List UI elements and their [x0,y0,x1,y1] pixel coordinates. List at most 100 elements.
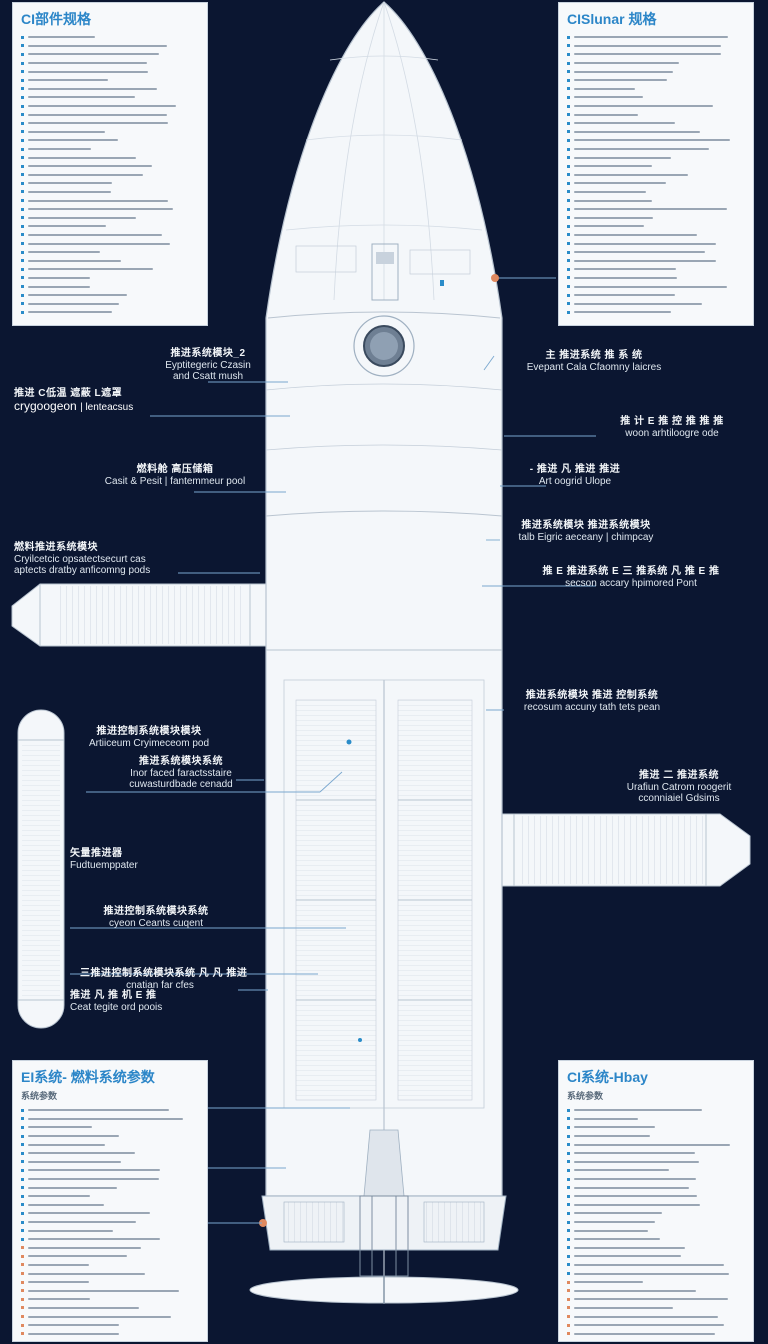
panel-text-line [567,1192,745,1201]
panel-text-line [21,1132,199,1141]
spec-panel-top-left: CI部件规格 [12,2,208,326]
panel-text-line [21,1286,199,1295]
panel-text-line [21,308,199,317]
panel-text-line [567,128,745,137]
panel-text-line [21,1149,199,1158]
rocket-main-body [249,1,519,1304]
panel-text-line [567,1140,745,1149]
panel-text-line [21,205,199,214]
panel-text-line [21,1261,199,1270]
panel-text-line [567,1115,745,1124]
panel-text-line [567,1166,745,1175]
panel-text-line [21,42,199,51]
panel-text-line [21,128,199,137]
panel-text-line [21,1201,199,1210]
panel-text-line [567,110,745,119]
panel-text-line [21,179,199,188]
panel-text-line [567,145,745,154]
panel-text-line [21,1106,199,1115]
panel-text-line [567,196,745,205]
panel-text-line [21,67,199,76]
panel-title: CI系统-Hbay [567,1069,648,1085]
panel-text-line [567,1201,745,1210]
panel-text-line [21,110,199,119]
panel-text-line [21,213,199,222]
panel-text-line [21,188,199,197]
panel-text-line [21,1295,199,1304]
panel-text-line [567,222,745,231]
panel-text-line [567,308,745,317]
panel-text-line [21,299,199,308]
panel-text-line [567,42,745,51]
panel-text-line [567,119,745,128]
panel-text-line [21,85,199,94]
panel-title: CISlunar 规格 [567,11,657,27]
panel-text-line [21,171,199,180]
panel-text-line [567,291,745,300]
panel-title: CI部件规格 [21,11,91,27]
callout-control-system-2: 推进控制系统模块系统 cyeon Ceants cuqent [103,906,209,929]
panel-text-line [21,145,199,154]
leader-lines [70,277,596,1224]
panel-text-line [567,136,745,145]
panel-text-line [567,248,745,257]
panel-text-line [21,1244,199,1253]
panel-text-lines [567,1106,745,1338]
panel-text-line [567,171,745,180]
panel-text-line [21,1278,199,1287]
panel-text-line [567,256,745,265]
callout-engine-pods: 推进 凡 推 机 E 推 Ceat tegite ord poois [70,990,163,1013]
panel-text-line [21,1226,199,1235]
panel-text-line [21,248,199,257]
panel-text-line [567,231,745,240]
panel-text-line [567,1226,745,1235]
panel-text-line [567,1183,745,1192]
panel-text-line [21,1166,199,1175]
panel-text-line [567,1123,745,1132]
panel-text-line [567,265,745,274]
callout-cryogenic-shield: 推进 C低温 遮蔽 L遮罩 crygoogeon | lenteacsus [14,388,134,413]
panel-text-line [567,1149,745,1158]
panel-text-line [567,1278,745,1287]
panel-text-line [21,1209,199,1218]
panel-text-line [567,1132,745,1141]
callout-vector-thruster: 矢量推进器 Fudtuemppater [70,848,138,871]
panel-text-line [21,93,199,102]
panel-text-line [21,76,199,85]
panel-text-line [21,50,199,59]
panel-text-line [21,222,199,231]
panel-text-line [567,59,745,68]
panel-text-line [567,102,745,111]
panel-text-lines [21,33,199,317]
callout-booster-systems: 推进 二 推进系统 Urafiun Catrom roogerit cconni… [626,770,732,804]
panel-text-line [567,1175,745,1184]
panel-text-line [567,153,745,162]
panel-text-line [567,1252,745,1261]
panel-text-line [567,1312,745,1321]
panel-text-line [567,162,745,171]
panel-title: EI系统- 燃料系统参数 [21,1069,155,1085]
panel-text-line [21,59,199,68]
panel-text-line [21,282,199,291]
callout-main-propulsion: 主 推进系统 推 系 统 Evepant Cala Cfaomny laicre… [526,350,662,373]
panel-text-line [567,205,745,214]
callout-fuel-tank: 燃料舱 高压储箱 Casit & Pesit | fantemmeur pool [104,464,246,487]
panel-text-line [21,291,199,300]
callout-system-module: 推进系统模块系统 Inor faced faractsstaire cuwast… [129,756,233,790]
panel-text-line [21,1235,199,1244]
panel-text-line [21,119,199,128]
panel-text-line [21,1252,199,1261]
callout-accuracy-tests: 推进系统模块 推进 控制系统 recosum accuny tath tets … [523,690,661,713]
panel-text-line [567,188,745,197]
panel-text-line [567,1286,745,1295]
panel-text-line [21,1304,199,1313]
panel-text-line [567,67,745,76]
panel-text-line [21,256,199,265]
panel-text-line [21,231,199,240]
panel-text-line [21,1312,199,1321]
left-side-booster [11,583,269,647]
callout-accessory-module: 推进系统模块 推进系统模块 talb Eigric aeceany | chim… [518,520,654,543]
panel-text-line [21,1123,199,1132]
panel-text-line [567,85,745,94]
